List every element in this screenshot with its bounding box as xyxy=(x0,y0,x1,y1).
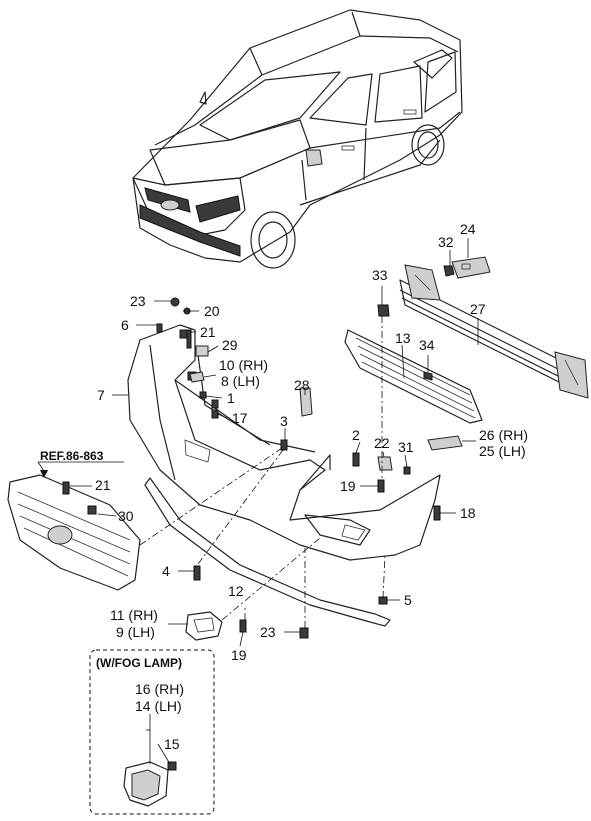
callout-14-lh: 14 (LH) xyxy=(135,698,182,714)
bracket-24 xyxy=(451,256,491,279)
callout-9-lh: 9 (LH) xyxy=(116,624,155,640)
callout-12: 12 xyxy=(228,583,244,599)
callout-18: 18 xyxy=(460,505,476,521)
callout-1: 1 xyxy=(227,390,235,406)
callout-17: 17 xyxy=(232,410,248,426)
callout-11-rh: 11 (RH) xyxy=(110,607,158,623)
nut-32 xyxy=(443,265,455,277)
fog-lamp-title: (W/FOG LAMP) xyxy=(96,656,182,670)
callout-24: 24 xyxy=(460,221,476,237)
radiator-grille xyxy=(7,474,141,591)
callout-7: 7 xyxy=(97,387,105,403)
callout-19-right: 19 xyxy=(340,478,356,494)
callout-3: 3 xyxy=(280,413,288,429)
callout-labels: 32 24 33 27 23 20 6 21 29 10 (RH) 8 (LH)… xyxy=(40,221,528,752)
callout-23-bottom: 23 xyxy=(260,624,276,640)
vehicle-illustration xyxy=(132,9,463,269)
fasteners xyxy=(62,297,441,639)
bumper-beam xyxy=(399,264,589,399)
callout-16-rh: 16 (RH) xyxy=(135,681,184,697)
fog-lamp-inset xyxy=(89,649,215,815)
callout-4: 4 xyxy=(162,563,170,579)
callout-19-bottom: 19 xyxy=(231,647,247,663)
callout-25-lh: 25 (LH) xyxy=(479,443,526,459)
callout-15: 15 xyxy=(164,736,180,752)
callout-22: 22 xyxy=(374,435,390,451)
lower-spoiler xyxy=(144,477,391,627)
callout-34: 34 xyxy=(419,337,435,353)
callout-21-upper: 21 xyxy=(200,324,216,340)
callout-27: 27 xyxy=(470,301,486,317)
callout-8-lh: 8 (LH) xyxy=(221,373,260,389)
nut-33 xyxy=(377,304,390,317)
callout-21-lower: 21 xyxy=(95,477,111,493)
callout-30: 30 xyxy=(118,508,134,524)
bracket-26-25 xyxy=(427,435,463,451)
callout-20: 20 xyxy=(204,303,220,319)
leader-lines xyxy=(37,238,479,647)
callout-28: 28 xyxy=(294,377,310,393)
callout-2: 2 xyxy=(352,427,360,443)
callout-10-rh: 10 (RH) xyxy=(219,357,268,373)
callout-29: 29 xyxy=(222,337,238,353)
callout-13: 13 xyxy=(395,330,411,346)
callout-26-rh: 26 (RH) xyxy=(479,427,528,443)
callout-6: 6 xyxy=(121,317,129,333)
callout-31: 31 xyxy=(398,439,414,455)
assembly-lines xyxy=(139,316,386,628)
callout-23-top: 23 xyxy=(130,293,146,309)
callout-33: 33 xyxy=(372,267,388,283)
fog-lamp-cover xyxy=(185,611,223,641)
callout-5: 5 xyxy=(404,592,412,608)
ref-label: REF.86-863 xyxy=(40,449,104,463)
callout-32: 32 xyxy=(438,234,454,250)
lower-grille xyxy=(344,329,483,424)
